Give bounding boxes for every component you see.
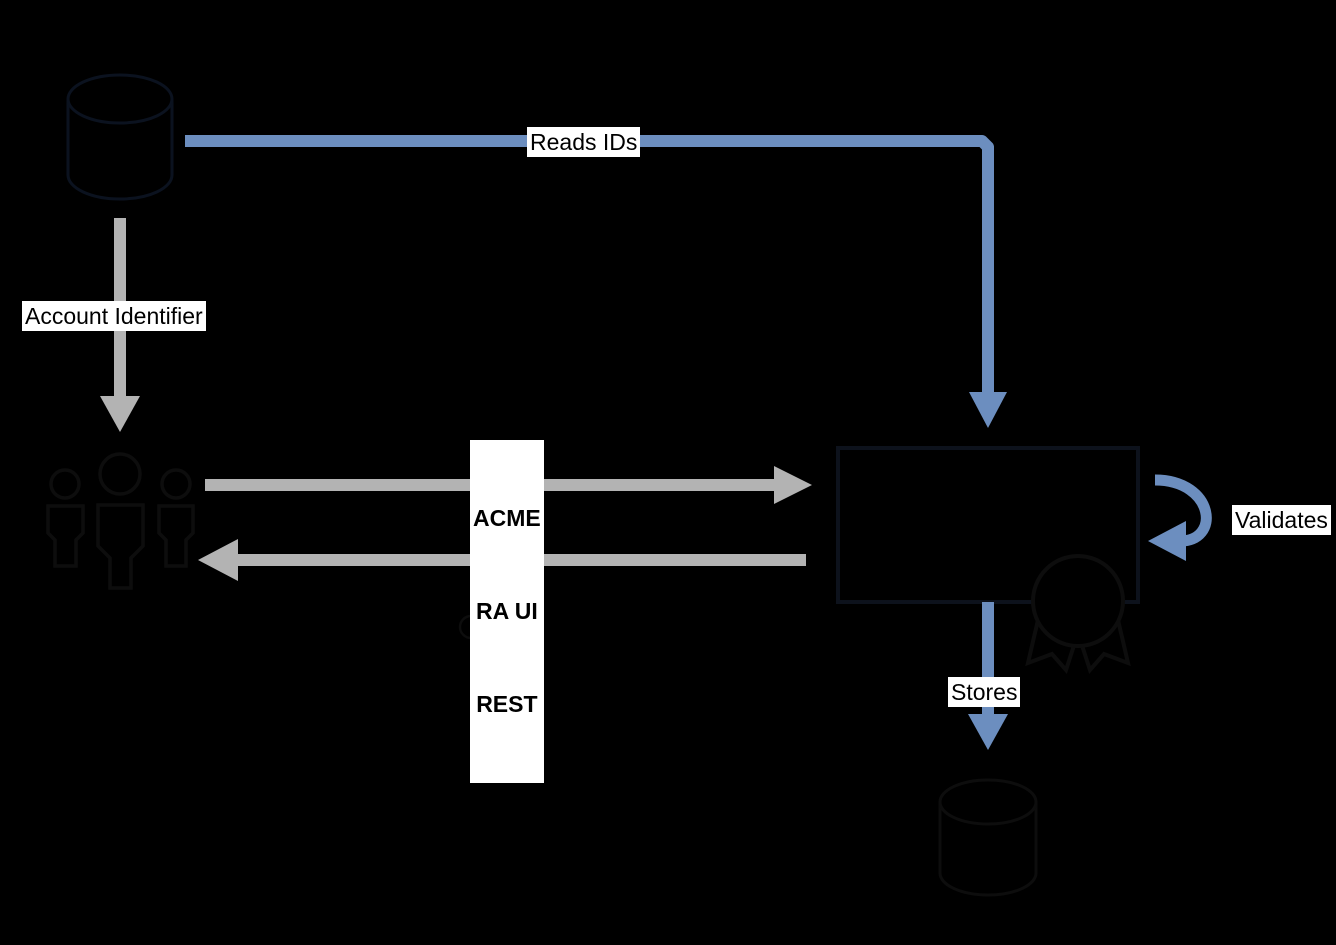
user-center-head (98, 452, 142, 496)
target-database-cylinder[interactable] (938, 778, 1038, 897)
user-right-head (160, 468, 192, 500)
reads-ids-label: Reads IDs (527, 127, 641, 157)
account-identifier-label: Account Identifier (22, 301, 206, 331)
user-left-head (49, 468, 81, 500)
user-left-body (46, 504, 85, 568)
validates-loop-line (1154, 474, 1212, 547)
certificate-response-arrowhead (198, 539, 238, 581)
validates-self-loop-edge[interactable] (1148, 474, 1212, 561)
acme-label-line-2: RA UI (475, 598, 538, 624)
stores-arrowhead (968, 714, 1008, 750)
user-right-body (157, 504, 195, 568)
acme-request-arrowhead (774, 466, 812, 504)
source-database-top (66, 73, 174, 125)
users-group-icon[interactable] (46, 452, 195, 590)
target-database-body (938, 802, 1038, 897)
reads-ids-edge[interactable] (185, 135, 1007, 428)
user-center-body (96, 503, 145, 590)
stores-edge[interactable] (968, 602, 1008, 750)
acme-label-line-1: ACME (473, 505, 541, 531)
validates-label: Validates (1232, 505, 1331, 535)
validates-arrowhead (1148, 521, 1186, 561)
source-database-cylinder[interactable] (66, 73, 174, 201)
reads-ids-line (185, 135, 994, 398)
stores-label: Stores (948, 677, 1021, 707)
reads-ids-arrowhead (969, 392, 1007, 428)
certificate-authority-seal-icon[interactable] (1025, 554, 1131, 674)
target-database-top (938, 778, 1038, 826)
account-identifier-arrowhead (100, 396, 140, 432)
acme-ra-ui-rest-label: ACME RA UI REST (470, 440, 544, 783)
source-database-body (66, 99, 174, 201)
ca-seal-medal (1031, 554, 1125, 648)
acme-label-line-3: REST (476, 691, 538, 717)
